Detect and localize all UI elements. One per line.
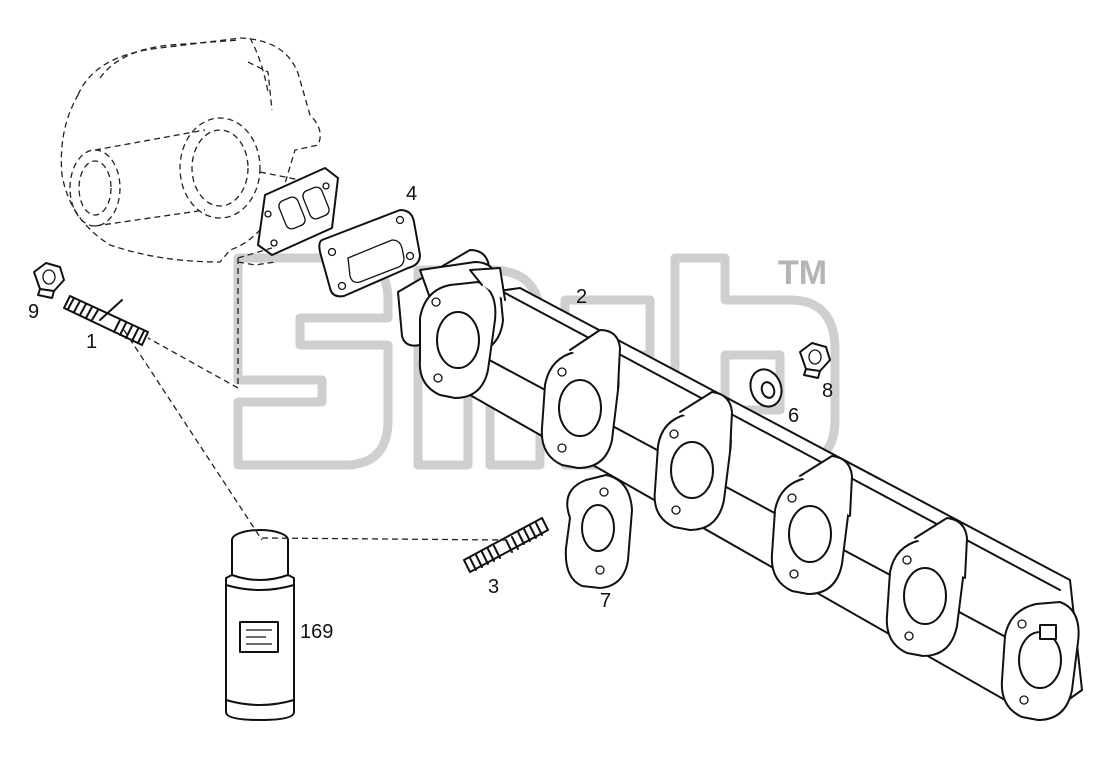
turbo-flange-icon <box>257 167 339 256</box>
exhaust-manifold-2-icon <box>397 249 1083 721</box>
label-part-1: 1 <box>86 331 97 353</box>
sealant-tube-169-icon <box>225 529 295 721</box>
label-part-3: 3 <box>488 576 499 598</box>
gasket-4-icon <box>318 209 421 298</box>
watermark-tm: TM <box>778 254 827 292</box>
port-gasket-7-icon <box>564 474 633 589</box>
label-part-8: 8 <box>822 380 833 402</box>
nut-9-icon <box>33 262 65 299</box>
washer-6-icon <box>749 368 783 408</box>
label-part-169: 169 <box>300 621 333 643</box>
assembly-leader-lines <box>123 247 507 541</box>
label-part-4: 4 <box>406 183 417 205</box>
manifold-port-2 <box>540 349 620 469</box>
manifold-port-1 <box>418 281 497 399</box>
stud-1-icon <box>63 295 149 346</box>
manifold-port-5 <box>885 537 965 657</box>
label-part-9: 9 <box>28 301 39 323</box>
label-part-7: 7 <box>600 590 611 612</box>
manifold-port-4 <box>770 475 850 595</box>
nut-8-icon <box>799 342 831 379</box>
label-part-2: 2 <box>576 286 587 308</box>
label-part-6: 6 <box>788 405 799 427</box>
manifold-port-3 <box>653 411 732 531</box>
manifold-port-6 <box>1000 601 1080 721</box>
stud-3-icon <box>463 517 549 573</box>
part-labels: 9 1 4 2 8 6 3 7 169 <box>28 183 833 643</box>
